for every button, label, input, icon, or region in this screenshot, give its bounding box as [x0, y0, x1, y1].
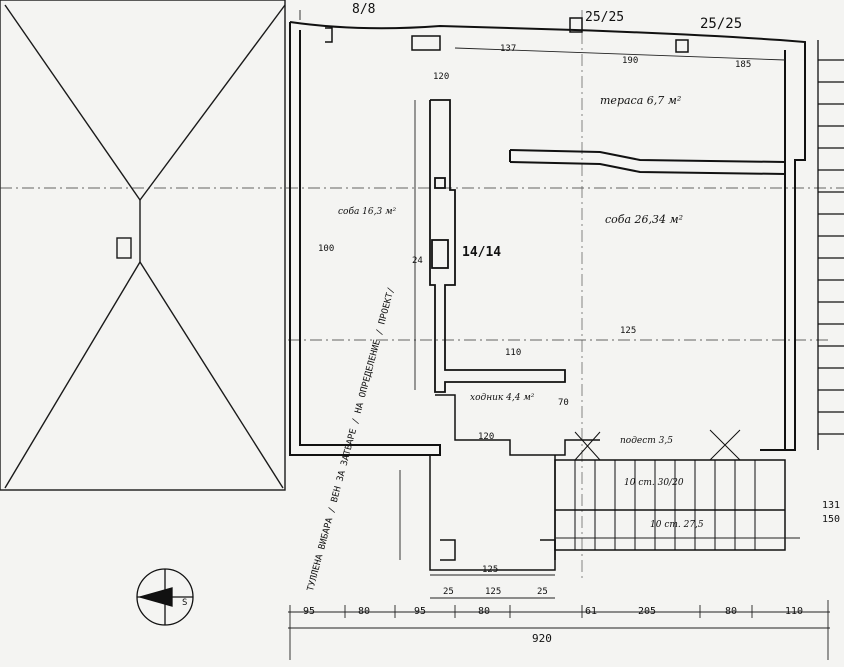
column-top-b: [569, 17, 583, 33]
dim-bottom-7: 80: [725, 606, 738, 617]
dim-stair-span: 125: [482, 565, 499, 575]
label-column-top-a: 8/8: [352, 2, 376, 17]
column-top-c: [675, 39, 689, 53]
label-landing: подест 3,5: [620, 436, 673, 446]
label-column-top-b: 25/25: [585, 10, 625, 25]
dim-bottom-inner-2: 125: [485, 587, 502, 597]
dim-top-2: 190: [622, 56, 639, 66]
dim-inner-1: 120: [433, 72, 450, 82]
dim-bottom-total: 920: [532, 632, 552, 645]
interior-wall: [429, 99, 566, 393]
dim-bottom-inner-3: 25: [537, 587, 548, 597]
dim-inner-7: 24: [412, 256, 423, 266]
chimney-mark: [116, 237, 132, 259]
roof-outline: [0, 0, 286, 491]
label-column-center: 14/14: [462, 245, 502, 260]
dim-bottom-3: 95: [414, 606, 427, 617]
column-center: [431, 239, 449, 269]
dim-top-3: 185: [735, 60, 752, 70]
north-arrow: [136, 568, 194, 626]
label-column-top-c: 25/25: [700, 16, 743, 32]
dim-top-1: 137: [500, 44, 517, 54]
dim-inner-4: 125: [620, 326, 637, 336]
room-hall: ходник 4,4 м²: [470, 393, 535, 403]
label-stair-b: 10 ст. 27,5: [650, 520, 704, 530]
dim-bottom-inner-1: 25: [443, 587, 454, 597]
dim-bottom-5: 61: [585, 606, 598, 617]
room-living: соба 26,34 м²: [605, 213, 684, 226]
stair-block: [429, 394, 786, 571]
dim-right-1: 131: [822, 500, 841, 511]
dim-inner-3: 110: [505, 348, 522, 358]
dim-bottom-2: 80: [358, 606, 371, 617]
dim-bottom-6: 205: [638, 606, 657, 617]
dim-inner-6: 120: [478, 432, 495, 442]
dim-bottom-1: 95: [303, 606, 316, 617]
exterior-steps: [817, 40, 844, 450]
dim-inner-5: 70: [558, 398, 569, 408]
dim-bottom-4: 80: [478, 606, 491, 617]
room-terrace: тераса 6,7 м²: [600, 94, 682, 107]
compass-label: S: [182, 598, 188, 608]
stair-outline: [554, 459, 786, 551]
dim-bottom-8: 110: [785, 606, 804, 617]
label-stair-a: 10 ст. 30/20: [624, 478, 684, 488]
dim-right-2: 150: [822, 514, 841, 525]
outer-walls: [289, 21, 806, 456]
room-bedroom: соба 16,3 м²: [338, 207, 397, 217]
dimension-lines: [288, 10, 830, 660]
dim-inner-2: 100: [318, 244, 335, 254]
roof-plan: [0, 0, 286, 491]
